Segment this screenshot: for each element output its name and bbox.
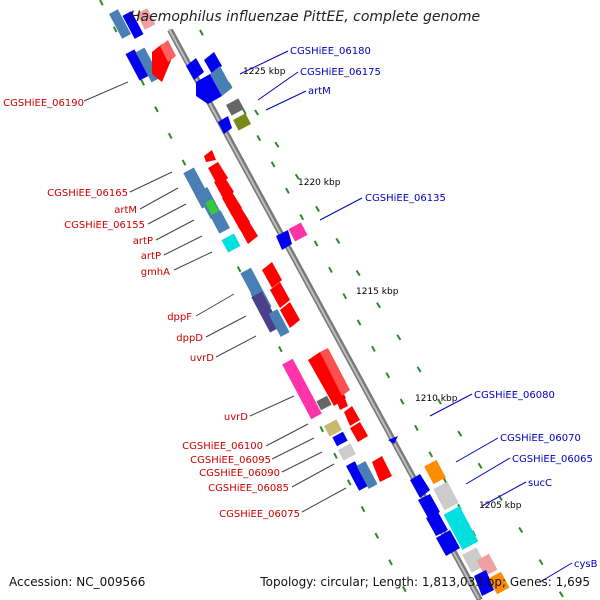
gene-label[interactable]: cysB [574,559,598,570]
gene-arrow [196,74,222,104]
accession-text: Accession: NC_009566 [9,575,146,589]
tick-track-outer [199,29,511,600]
gene-label[interactable]: gmhA [141,267,170,278]
gene-label[interactable]: sucC [528,478,552,489]
gene-block [233,113,251,131]
gene-arrow [308,352,346,406]
gene-arrow [160,40,176,62]
gene-arrow [388,436,398,444]
leader-lines-left [83,81,347,513]
gene-block [282,358,322,420]
tick-label: 1220 kbp [298,178,341,188]
gene-label[interactable]: artM [308,86,331,97]
leader-lines-right [239,50,573,583]
gene-block [488,571,510,595]
gene-arrow [410,474,430,498]
topology-text: Topology: circular; Length: 1,813,033 bp… [260,575,590,589]
gene-label[interactable]: CGSHiEE_06075 [219,509,300,520]
gene-arrow [344,406,360,426]
gene-label[interactable]: artP [133,236,153,247]
gene-block [268,309,290,337]
gene-label[interactable]: CGSHiEE_06095 [190,455,271,466]
gene-arrow [270,282,290,308]
gene-label[interactable]: CGSHiEE_06180 [290,46,371,57]
gene-label[interactable]: uvrD [190,353,214,364]
gene-arrow [336,396,348,410]
gene-block [324,419,342,437]
gene-block [433,481,459,511]
tick-label: 1215 kbp [356,287,399,297]
gene-arrow [320,348,350,396]
gene-arrow [372,456,392,482]
gene-block [346,461,368,491]
gene-arrow [238,220,258,244]
gene-block [338,443,356,461]
gene-label[interactable]: CGSHiEE_06085 [208,483,289,494]
gene-label[interactable]: CGSHiEE_06080 [474,390,555,401]
gene-block [356,461,378,489]
gene-label[interactable]: dppF [167,312,192,323]
gene-label[interactable]: CGSHiEE_06165 [47,188,128,199]
tick-label: 1205 kbp [479,501,522,511]
gene-block [443,506,479,550]
gene-label[interactable]: uvrD [224,412,248,423]
tick-label: 1225 kbp [243,67,286,77]
gene-label[interactable]: CGSHiEE_06100 [182,441,263,452]
gene-arrow [186,58,204,80]
gene-arrow [210,66,232,96]
gene-arrow [276,230,292,250]
gene-block [226,98,244,116]
gene-block [221,233,241,253]
gene-label[interactable]: artP [141,251,161,262]
gene-label[interactable]: artM [114,205,137,216]
gene-label[interactable]: CGSHiEE_06065 [512,454,593,465]
gene-label[interactable]: CGSHiEE_06070 [500,433,581,444]
gene-block [122,11,144,39]
gene-arrow [204,150,216,162]
gene-arrow [218,116,232,134]
gene-arrow [418,494,440,518]
gene-label[interactable]: CGSHiEE_06135 [365,193,446,204]
tick-label: 1210 kbp [415,394,458,404]
gene-block [316,395,332,411]
gene-block [210,210,230,234]
gene-arrow [436,530,460,556]
gene-block [125,49,149,81]
gene-block [424,459,446,485]
gene-block [109,9,131,39]
gene-block [136,8,156,30]
gene-block [332,431,348,447]
gene-arrow [474,570,494,596]
gene-label[interactable]: dppD [176,333,203,344]
gene-block [205,198,219,216]
gene-arrow [262,262,282,288]
gene-label[interactable]: CGSHiEE_06190 [3,98,84,109]
gene-arrow [350,422,368,442]
gene-block [476,553,498,577]
gene-label[interactable]: CGSHiEE_06175 [300,67,381,78]
gene-arrow [426,512,448,536]
gene-label[interactable]: CGSHiEE_06090 [199,468,280,479]
gene-block [288,222,308,242]
gene-arrow [280,302,300,328]
gene-label[interactable]: CGSHiEE_06155 [64,220,145,231]
map-title: Haemophilus influenzae PittEE, complete … [130,9,481,25]
